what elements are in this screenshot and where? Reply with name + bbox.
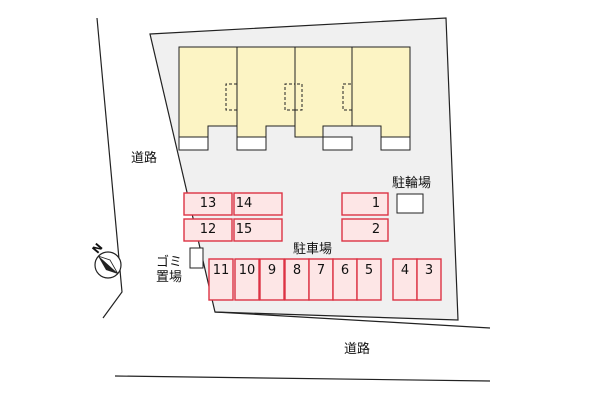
parking-number-15: 15 xyxy=(235,222,253,237)
garbage-label-line2: 置場 xyxy=(156,270,183,285)
parking-space-3 xyxy=(416,258,442,301)
partition-4 xyxy=(342,83,352,111)
road-bottom-edge-upper xyxy=(214,311,491,329)
road-label-left: 道路 xyxy=(131,151,158,166)
parking-number-14: 14 xyxy=(235,196,253,211)
parking-number-2: 2 xyxy=(371,222,381,237)
parking-number-6: 6 xyxy=(340,263,350,278)
porch-4 xyxy=(380,136,411,151)
parking-space-13 xyxy=(183,192,233,216)
road-label-bottom: 道路 xyxy=(344,342,371,357)
parking-space-11 xyxy=(208,258,234,301)
parking-number-5: 5 xyxy=(364,263,374,278)
road-bottom-edge-lower xyxy=(114,375,491,382)
parking-number-3: 3 xyxy=(424,263,434,278)
bicycle-parking-label: 駐輪場 xyxy=(392,176,432,191)
porch-2 xyxy=(236,136,267,151)
compass-icon xyxy=(94,251,122,279)
parking-number-7: 7 xyxy=(316,263,326,278)
parking-number-1: 1 xyxy=(371,196,381,211)
parking-number-12: 12 xyxy=(199,222,217,237)
partition-3 xyxy=(295,83,303,111)
parking-space-10 xyxy=(234,258,260,301)
parking-space-15 xyxy=(233,218,283,242)
parking-space-14 xyxy=(233,192,283,216)
parking-space-1 xyxy=(341,192,389,216)
bicycle-parking-area xyxy=(396,193,424,214)
parking-number-11: 11 xyxy=(212,263,230,278)
parking-space-2 xyxy=(341,218,389,242)
porch-1 xyxy=(178,136,209,151)
parking-number-8: 8 xyxy=(292,263,302,278)
partition-1 xyxy=(225,83,237,111)
parking-number-4: 4 xyxy=(400,263,410,278)
garbage-area xyxy=(189,247,204,269)
parking-space-4 xyxy=(392,258,418,301)
building xyxy=(178,46,411,138)
road-left-edge-outer xyxy=(96,17,123,319)
building-unit-4 xyxy=(351,46,411,138)
garbage-label-line1: ゴミ xyxy=(156,255,183,270)
parking-number-9: 9 xyxy=(267,263,277,278)
parking-space-12 xyxy=(183,218,233,242)
parking-space-5 xyxy=(356,258,382,301)
parking-space-9 xyxy=(259,258,285,301)
garbage-area-label: ゴミ 置場 xyxy=(156,255,182,285)
partition-2 xyxy=(284,83,295,111)
parking-number-10: 10 xyxy=(238,263,256,278)
parking-space-8 xyxy=(284,258,310,301)
building-unit-2 xyxy=(236,46,296,138)
parking-space-6 xyxy=(332,258,358,301)
parking-lot-label: 駐車場 xyxy=(293,242,333,257)
parking-space-7 xyxy=(308,258,334,301)
building-unit-1 xyxy=(178,46,238,138)
parking-number-13: 13 xyxy=(199,196,217,211)
porch-3 xyxy=(322,136,353,151)
